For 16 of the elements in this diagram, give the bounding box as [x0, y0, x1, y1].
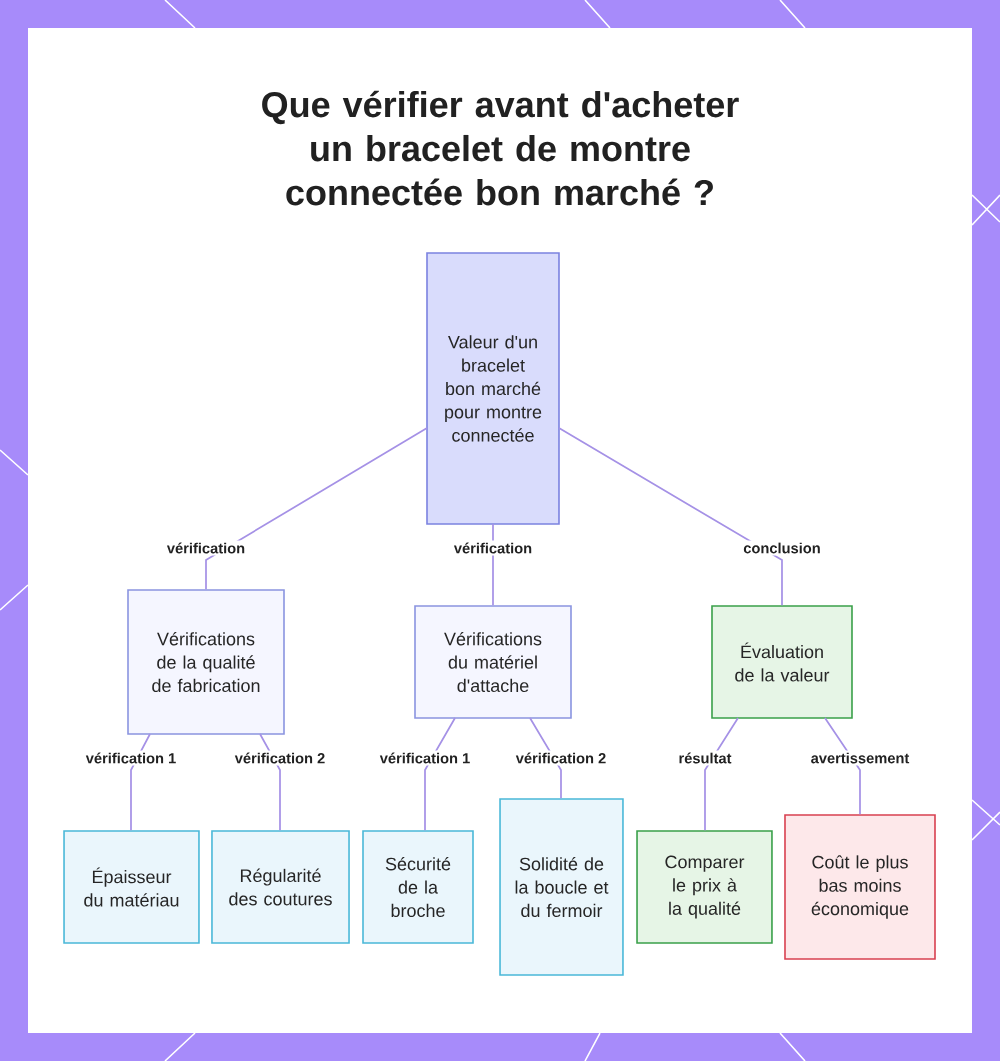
item-box: Régularité des coutures: [211, 830, 350, 944]
connector-line: [205, 427, 428, 591]
connector-line: [492, 523, 494, 607]
item-box: Sécurité de la broche: [362, 830, 474, 944]
item-box: Solidité de la boucle et du fermoir: [499, 798, 624, 976]
category-box: Vérifications de la qualité de fabrication: [127, 589, 285, 735]
connector-line: [424, 717, 456, 832]
root-box: Valeur d'un bracelet bon marché pour montre connectée: [426, 252, 560, 525]
connector-line: [558, 427, 783, 607]
item-box: Comparer le prix à la qualité: [636, 830, 773, 944]
category-box: Vérifications du matériel d'attache: [414, 605, 572, 719]
title: Que vérifier avant d'acheter un bracelet de montre connectée bon marché ?: [262, 90, 739, 206]
connector-line: [704, 717, 739, 832]
item-box: Épaisseur du matériau: [63, 830, 200, 944]
category-box: Évaluation de la valeur: [711, 605, 853, 719]
warning-box: Coût le plus bas moins économique: [784, 814, 936, 960]
